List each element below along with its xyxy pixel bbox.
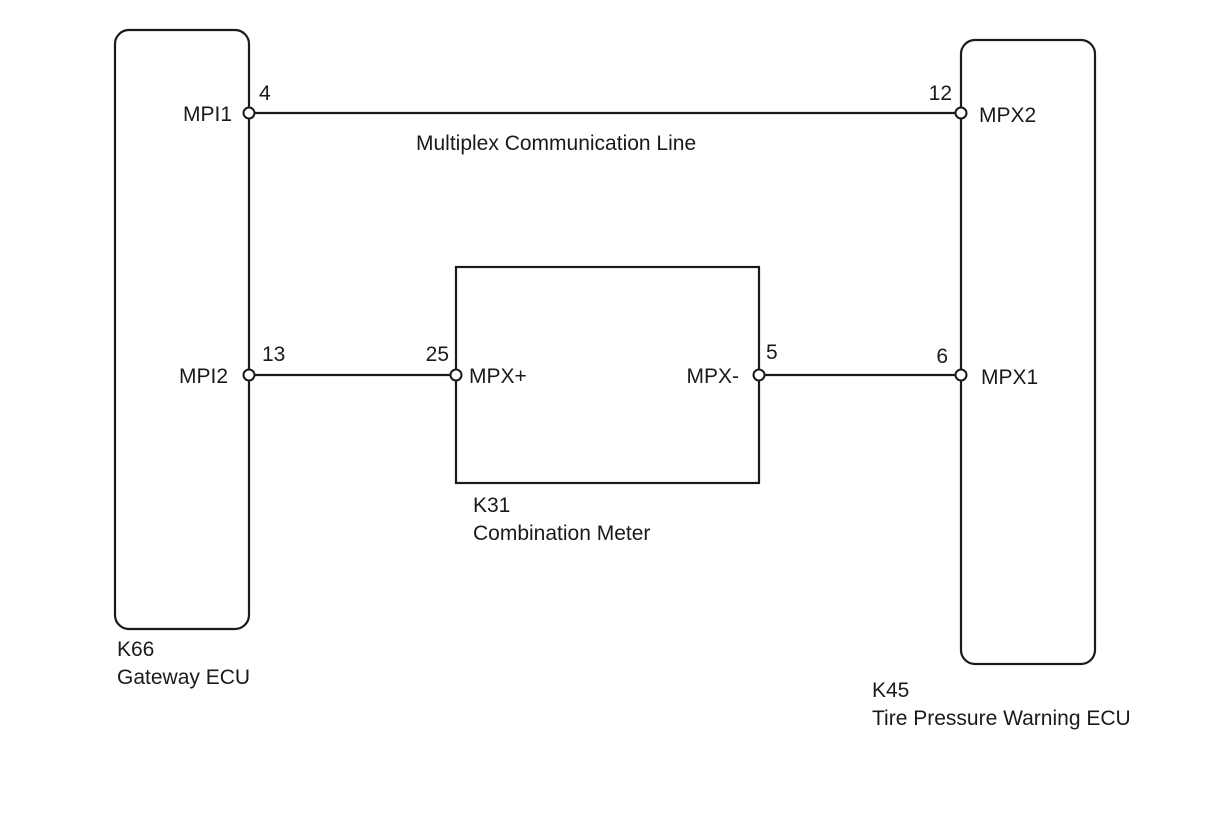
- mpx1-pin-number: 6: [936, 345, 948, 368]
- mpi1-pin-number: 4: [259, 82, 271, 105]
- mpi2-pin-terminal: [242, 368, 256, 382]
- gateway-ecu-name: Gateway ECU: [117, 666, 250, 689]
- tire-pressure-ecu-block: [959, 38, 1097, 666]
- mpx2-pin-number: 12: [929, 82, 952, 105]
- combination-meter-name: Combination Meter: [473, 522, 650, 545]
- gateway-ecu-connector: K66: [117, 638, 154, 661]
- mpx-plus-pin-terminal: [449, 368, 463, 382]
- mpi2-pin-label: MPI2: [179, 365, 228, 388]
- mpx2-pin-label: MPX2: [979, 104, 1036, 127]
- mpx-minus-pin-terminal: [752, 368, 766, 382]
- combination-meter-connector: K31: [473, 494, 510, 517]
- mpx-minus-pin-number: 5: [766, 341, 778, 364]
- mpi1-pin-label: MPI1: [183, 103, 232, 126]
- mpx2-pin-terminal: [954, 106, 968, 120]
- mpi2-pin-number: 13: [262, 343, 285, 366]
- multiplex-line-label: Multiplex Communication Line: [416, 132, 696, 155]
- mpx1-pin-label: MPX1: [981, 366, 1038, 389]
- gateway-ecu-block: [113, 28, 251, 631]
- mpx-minus-pin-label: MPX-: [687, 365, 740, 388]
- mpx-plus-pin-number: 25: [426, 343, 449, 366]
- mpx-plus-pin-label: MPX+: [469, 365, 527, 388]
- combination-meter-block: [454, 265, 761, 485]
- mpx1-pin-terminal: [954, 368, 968, 382]
- tire-pressure-ecu-connector: K45: [872, 679, 909, 702]
- tire-pressure-ecu-name: Tire Pressure Warning ECU: [872, 707, 1131, 730]
- mpi1-pin-terminal: [242, 106, 256, 120]
